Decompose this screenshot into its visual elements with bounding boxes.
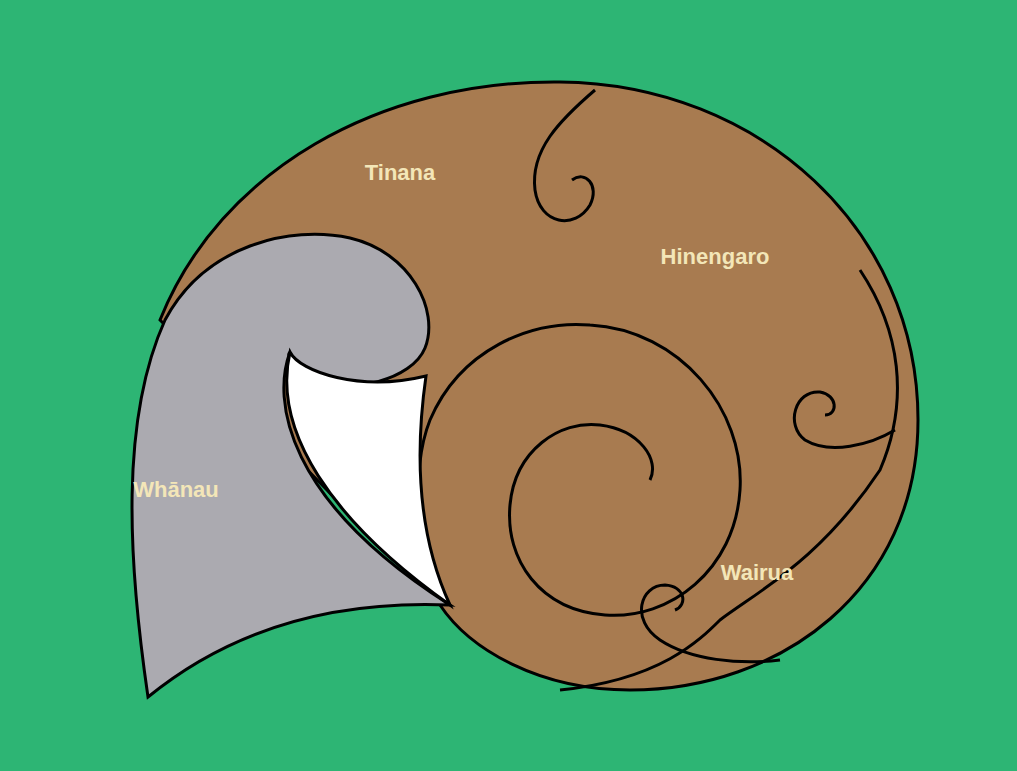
region-label: Hinengaro [661, 246, 770, 268]
koru-right [794, 392, 895, 448]
wave-foam [287, 352, 450, 605]
koru-bottom [641, 585, 780, 662]
region-label: Tinana [365, 162, 436, 184]
region-label: Whānau [133, 479, 219, 501]
region-label: Wairua [721, 562, 794, 584]
shell-inner-curl [418, 324, 740, 615]
shell-outer-band [560, 270, 897, 690]
koru-top [534, 90, 595, 221]
whanau-wave [132, 234, 450, 697]
